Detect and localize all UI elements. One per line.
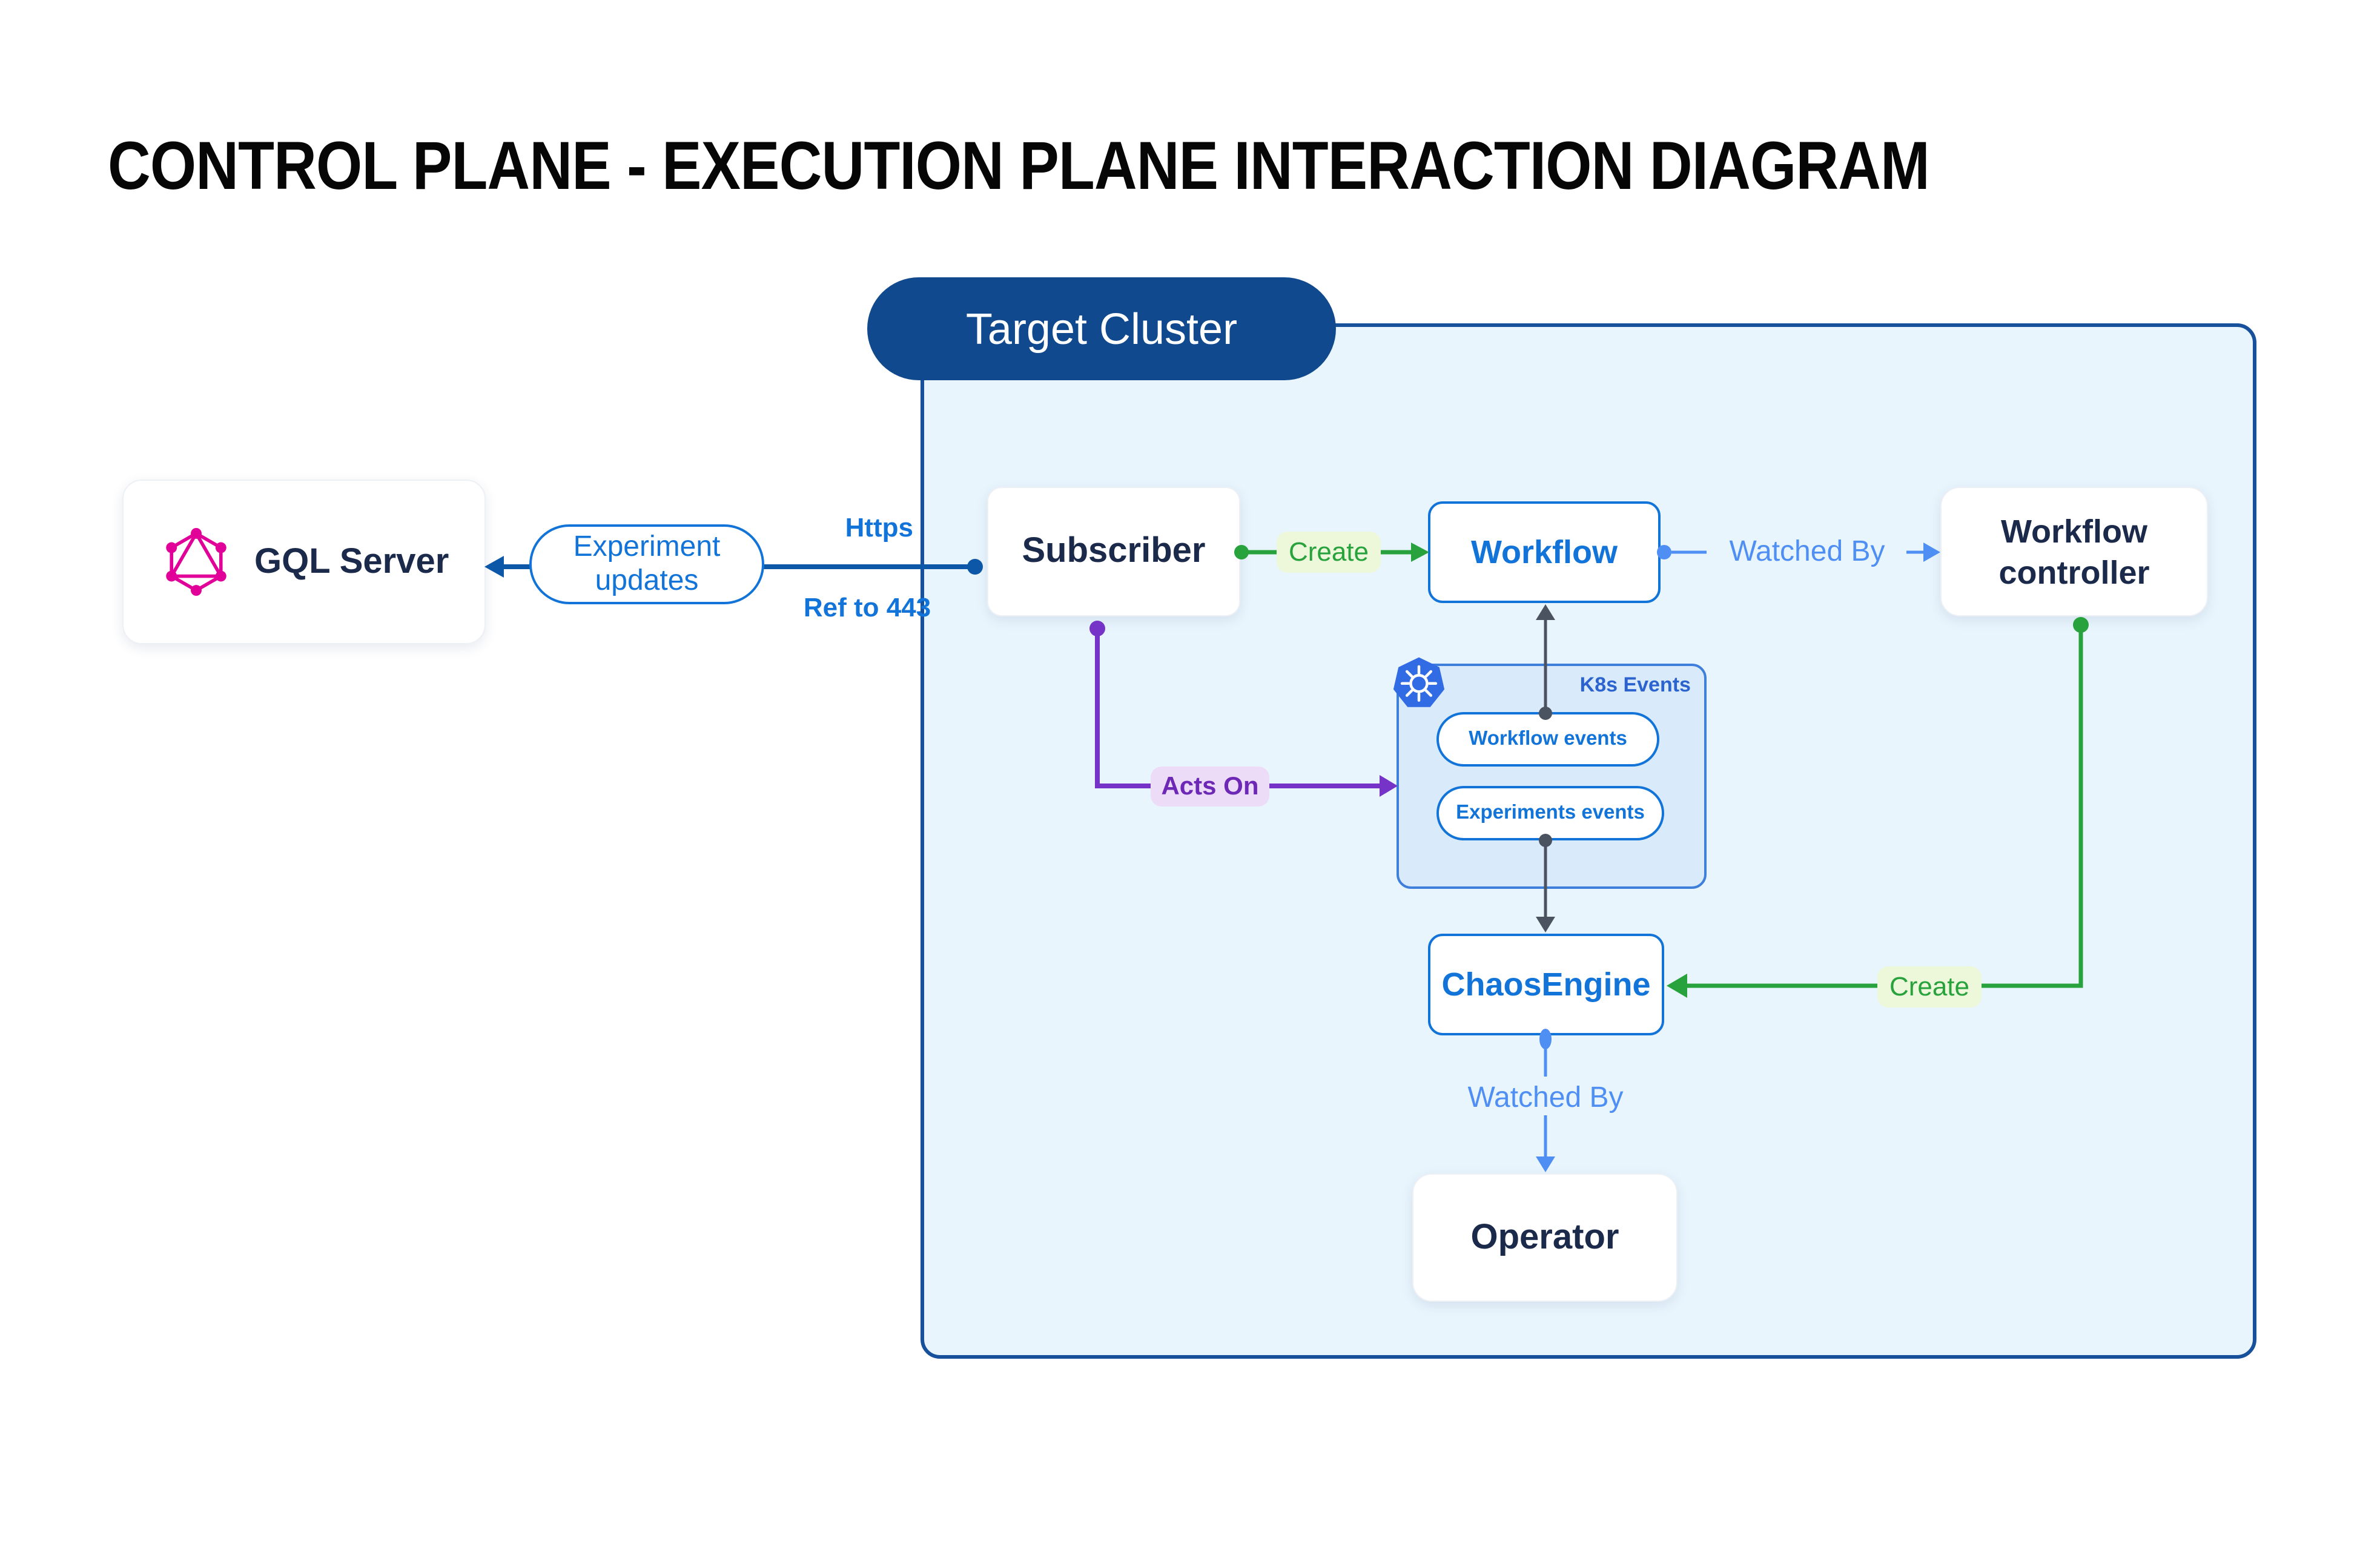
edge-workflow-watchedby-controller — [1657, 543, 1940, 562]
edge-chaosengine-watchedby-operator — [1536, 1029, 1555, 1172]
experiments-events-label: Experiments events — [1456, 802, 1645, 823]
workflow-controller-label-line2: controller — [1998, 554, 2150, 590]
subscriber-label: Subscriber — [1022, 532, 1206, 570]
node-subscriber: Subscriber — [987, 487, 1240, 616]
node-workflow-controller: Workflow controller — [1940, 487, 2208, 616]
target-cluster-label: Target Cluster — [965, 303, 1238, 353]
workflow-controller-label-line1: Workflow — [2001, 513, 2147, 549]
edge-k8s-to-workflow — [1536, 604, 1555, 720]
https-label: Https — [845, 512, 913, 543]
watched-by-operator-label: Watched By — [1467, 1081, 1624, 1114]
create-chaosengine-label: Create — [1877, 966, 1982, 1008]
operator-label: Operator — [1470, 1218, 1619, 1256]
arrowhead-into-workflow — [1411, 543, 1429, 562]
kubernetes-icon — [1393, 657, 1445, 707]
arrowhead-into-controller — [1923, 543, 1940, 562]
node-workflow: Workflow — [1428, 501, 1661, 603]
experiment-updates-label: Experiment updates — [573, 530, 721, 597]
arrowhead-into-chaosengine — [1667, 974, 1687, 998]
arrowhead-into-k8s-box — [1380, 775, 1398, 797]
experiment-updates-badge: Experiment updates — [529, 524, 764, 604]
node-gql-server: GQL Server — [122, 480, 486, 644]
arrowhead-into-operator — [1536, 1156, 1555, 1172]
arrowhead-into-chaosengine-top — [1536, 917, 1555, 932]
dot-at-subscriber-left — [967, 559, 983, 575]
page-title: CONTROL PLANE - EXECUTION PLANE INTERACT… — [108, 127, 1930, 203]
target-cluster-pill: Target Cluster — [867, 277, 1336, 380]
node-operator: Operator — [1412, 1173, 1678, 1302]
gql-server-label: GQL Server — [254, 542, 449, 581]
acts-on-label: Acts On — [1151, 767, 1269, 807]
k8s-event-pill-experiments-events: Experiments events — [1436, 786, 1664, 840]
graphql-icon — [166, 528, 226, 596]
arrowhead-into-gql-server — [484, 556, 504, 578]
k8s-event-pill-workflow-events: Workflow events — [1436, 712, 1659, 767]
k8s-events-box — [1397, 664, 1707, 889]
workflow-label: Workflow — [1471, 533, 1618, 570]
create-workflow-label: Create — [1277, 532, 1381, 573]
arrowhead-into-workflow-bottom — [1536, 604, 1555, 620]
edge-controller-create-chaosengine — [1667, 617, 2089, 998]
chaos-engine-label: ChaosEngine — [1441, 966, 1651, 1002]
node-chaos-engine: ChaosEngine — [1428, 934, 1664, 1035]
k8s-events-title: K8s Events — [1579, 673, 1691, 696]
edge-k8s-to-chaosengine — [1536, 834, 1555, 932]
watched-by-workflow-label: Watched By — [1729, 535, 1885, 568]
ref-to-443-label: Ref to 443 — [803, 592, 931, 622]
workflow-events-label: Workflow events — [1469, 728, 1627, 750]
